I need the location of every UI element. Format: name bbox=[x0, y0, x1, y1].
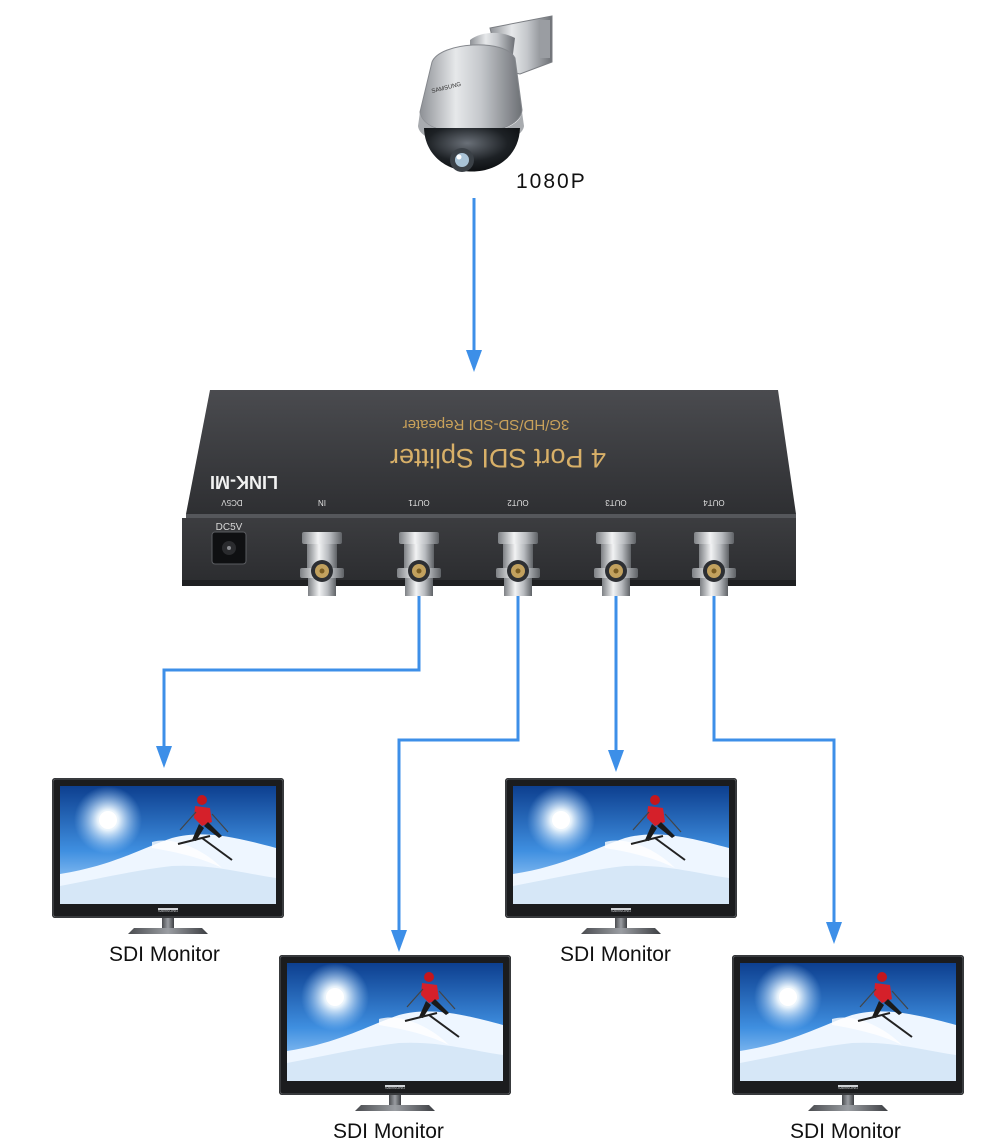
arrowhead-camera bbox=[466, 350, 482, 372]
monitor-3: SAMSUNG bbox=[504, 777, 738, 935]
monitor-1-label: SDI Monitor bbox=[109, 943, 220, 966]
monitor-4-label: SDI Monitor bbox=[790, 1120, 901, 1143]
monitor-2: SAMSUNG bbox=[278, 954, 512, 1112]
splitter-title: 4 Port SDI Splitter bbox=[390, 443, 606, 473]
monitor-4-brand: SAMSUNG bbox=[838, 1085, 858, 1090]
monitor-1-brand: SAMSUNG bbox=[158, 908, 178, 913]
ptz-camera: SAMSUNG bbox=[418, 15, 553, 172]
port-label-out4: OUT4 bbox=[703, 498, 725, 507]
monitor-3-label: SDI Monitor bbox=[560, 943, 671, 966]
monitor-2-brand: SAMSUNG bbox=[385, 1085, 405, 1090]
splitter-subtitle: 3G/HD/SD-SDI Repeater bbox=[403, 416, 570, 433]
dc-front-label: DC5V bbox=[216, 522, 243, 533]
arrow-out2 bbox=[397, 596, 520, 932]
arrow-out1 bbox=[162, 596, 421, 748]
arrowhead-out2 bbox=[391, 930, 407, 952]
port-label-dc-top: DC5V bbox=[221, 498, 243, 507]
arrowhead-out3 bbox=[608, 750, 624, 772]
arrow-out4 bbox=[712, 596, 836, 924]
splitter-brand: LINK-MI bbox=[210, 472, 278, 492]
monitor-2-label: SDI Monitor bbox=[333, 1120, 444, 1143]
signal-arrows bbox=[156, 198, 842, 952]
monitor-3-brand: SAMSUNG bbox=[611, 908, 631, 913]
arrowhead-out1 bbox=[156, 746, 172, 768]
port-label-out3: OUT3 bbox=[605, 498, 627, 507]
sdi-splitter: 3G/HD/SD-SDI Repeater 4 Port SDI Splitte… bbox=[182, 390, 796, 596]
port-label-out2: OUT2 bbox=[507, 498, 529, 507]
camera-resolution-label: 1080P bbox=[516, 170, 587, 193]
arrowhead-out4 bbox=[826, 922, 842, 944]
port-label-out1: OUT1 bbox=[408, 498, 430, 507]
monitor-1: SAMSUNG bbox=[51, 777, 285, 935]
monitor-4: SAMSUNG bbox=[731, 954, 965, 1112]
port-label-in: IN bbox=[318, 498, 326, 507]
